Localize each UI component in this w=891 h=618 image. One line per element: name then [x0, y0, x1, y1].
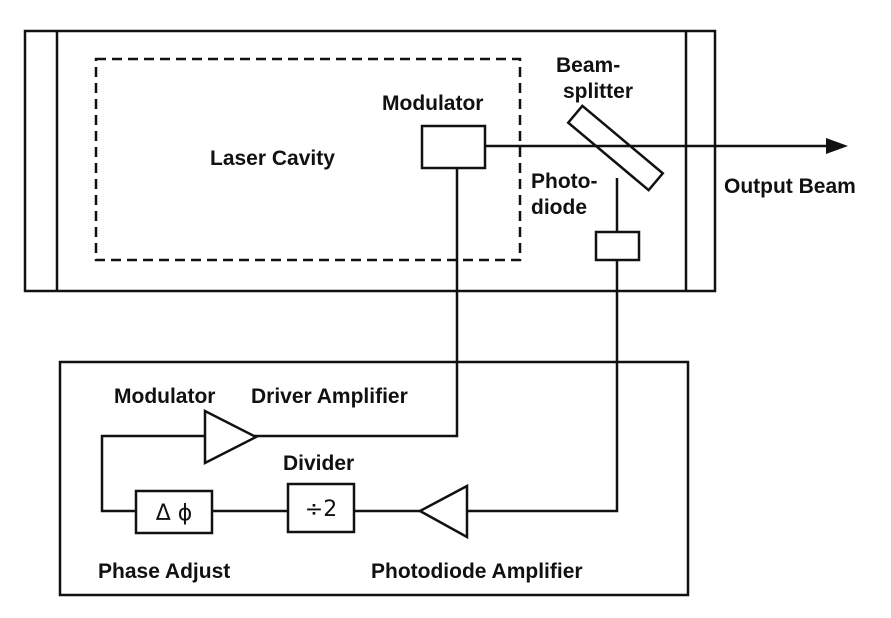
modulator-box [420, 124, 487, 170]
laser-cavity-region [94, 57, 522, 262]
divider-label: Divider [283, 452, 354, 475]
beamsplitter-label-line1: Beam- [556, 54, 620, 77]
driver-amplifier-label: Driver Amplifier [251, 385, 408, 408]
output-beam-arrowhead [826, 138, 848, 154]
modulator-bottom-label: Modulator [114, 385, 215, 408]
photodiode-amplifier-triangle [417, 483, 469, 540]
phase-adjust-label: Phase Adjust [98, 560, 230, 583]
photodiode-to-amplifier-wire [467, 260, 619, 513]
divider-symbol: ÷2 [305, 497, 337, 522]
electronics-enclosure [58, 360, 690, 597]
driver-amplifier-triangle [203, 408, 259, 466]
beamsplitter-label-line2: splitter [563, 80, 633, 103]
photodiode-label-line1: Photo- [531, 170, 597, 193]
modulator-top-label: Modulator [382, 92, 483, 115]
photodiode-amplifier-label: Photodiode Amplifier [371, 560, 583, 583]
photodiode-box [594, 230, 641, 262]
output-beam-label: Output Beam [724, 175, 856, 198]
divider-box [286, 482, 356, 534]
phase-adjust-symbol: Δ ϕ [156, 501, 193, 526]
laser-enclosure [23, 29, 717, 293]
phase-adjust-box [134, 489, 214, 535]
laser-cavity-label: Laser Cavity [210, 147, 335, 170]
beamsplitter-plate [566, 104, 665, 192]
modulator-to-driver-wire [254, 168, 459, 438]
photodiode-label-line2: diode [531, 196, 587, 219]
phase-to-driver-loop-wire [100, 434, 205, 513]
